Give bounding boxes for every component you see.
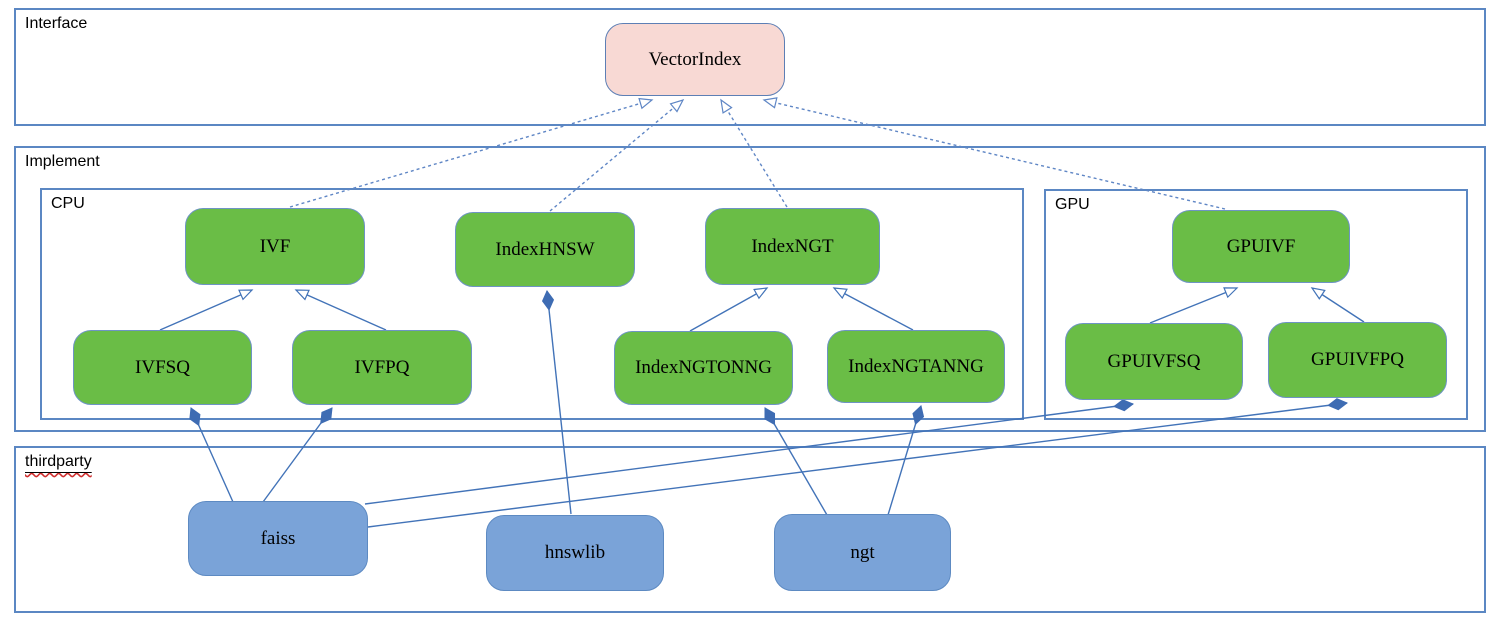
node-gpuivfpq[interactable]: GPUIVFPQ xyxy=(1268,322,1447,398)
node-indexngtanng[interactable]: IndexNGTANNG xyxy=(827,330,1005,403)
node-faiss[interactable]: faiss xyxy=(188,501,368,576)
node-hnswlib[interactable]: hnswlib xyxy=(486,515,664,591)
node-ivfsq[interactable]: IVFSQ xyxy=(73,330,252,405)
node-ivfpq[interactable]: IVFPQ xyxy=(292,330,472,405)
interface-label: Interface xyxy=(25,15,88,32)
implement-label: Implement xyxy=(25,153,100,170)
node-indexngtonng[interactable]: IndexNGTONNG xyxy=(614,331,793,405)
node-indexngt[interactable]: IndexNGT xyxy=(705,208,880,285)
node-gpuivf[interactable]: GPUIVF xyxy=(1172,210,1350,283)
node-indexhnsw[interactable]: IndexHNSW xyxy=(455,212,635,287)
node-gpuivfsq[interactable]: GPUIVFSQ xyxy=(1065,323,1243,400)
node-ivf[interactable]: IVF xyxy=(185,208,365,285)
gpu-label: GPU xyxy=(1055,196,1090,213)
node-vectorindex[interactable]: VectorIndex xyxy=(605,23,785,96)
node-ngt[interactable]: ngt xyxy=(774,514,951,591)
cpu-label: CPU xyxy=(51,195,85,212)
thirdparty-label: thirdparty xyxy=(25,453,92,470)
